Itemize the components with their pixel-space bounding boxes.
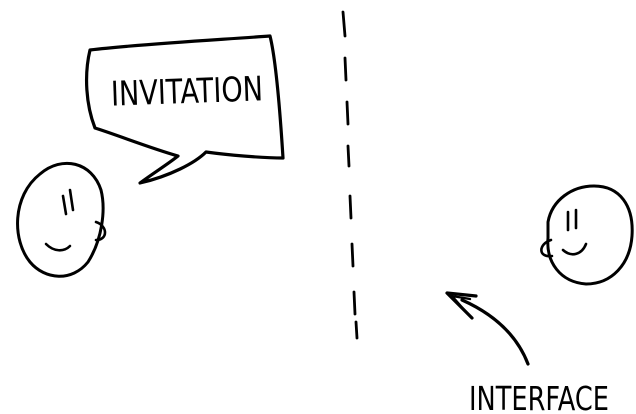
speech-bubble: INVITATION <box>87 36 283 183</box>
left-head-mouth <box>46 244 70 250</box>
right-person-head <box>541 186 632 284</box>
arrow-shaft <box>462 300 528 364</box>
right-head-outline <box>548 186 632 284</box>
dashed-divider-line <box>343 12 357 338</box>
right-head-mouth <box>563 244 586 254</box>
left-head-eye-1 <box>63 196 66 214</box>
left-head-eye-2 <box>70 190 73 210</box>
speech-bubble-text: INVITATION <box>110 69 263 114</box>
arrow-icon <box>447 293 528 364</box>
left-head-outline <box>18 163 104 276</box>
interface-label: INTERFACE <box>469 379 609 414</box>
left-person-head <box>18 163 105 276</box>
